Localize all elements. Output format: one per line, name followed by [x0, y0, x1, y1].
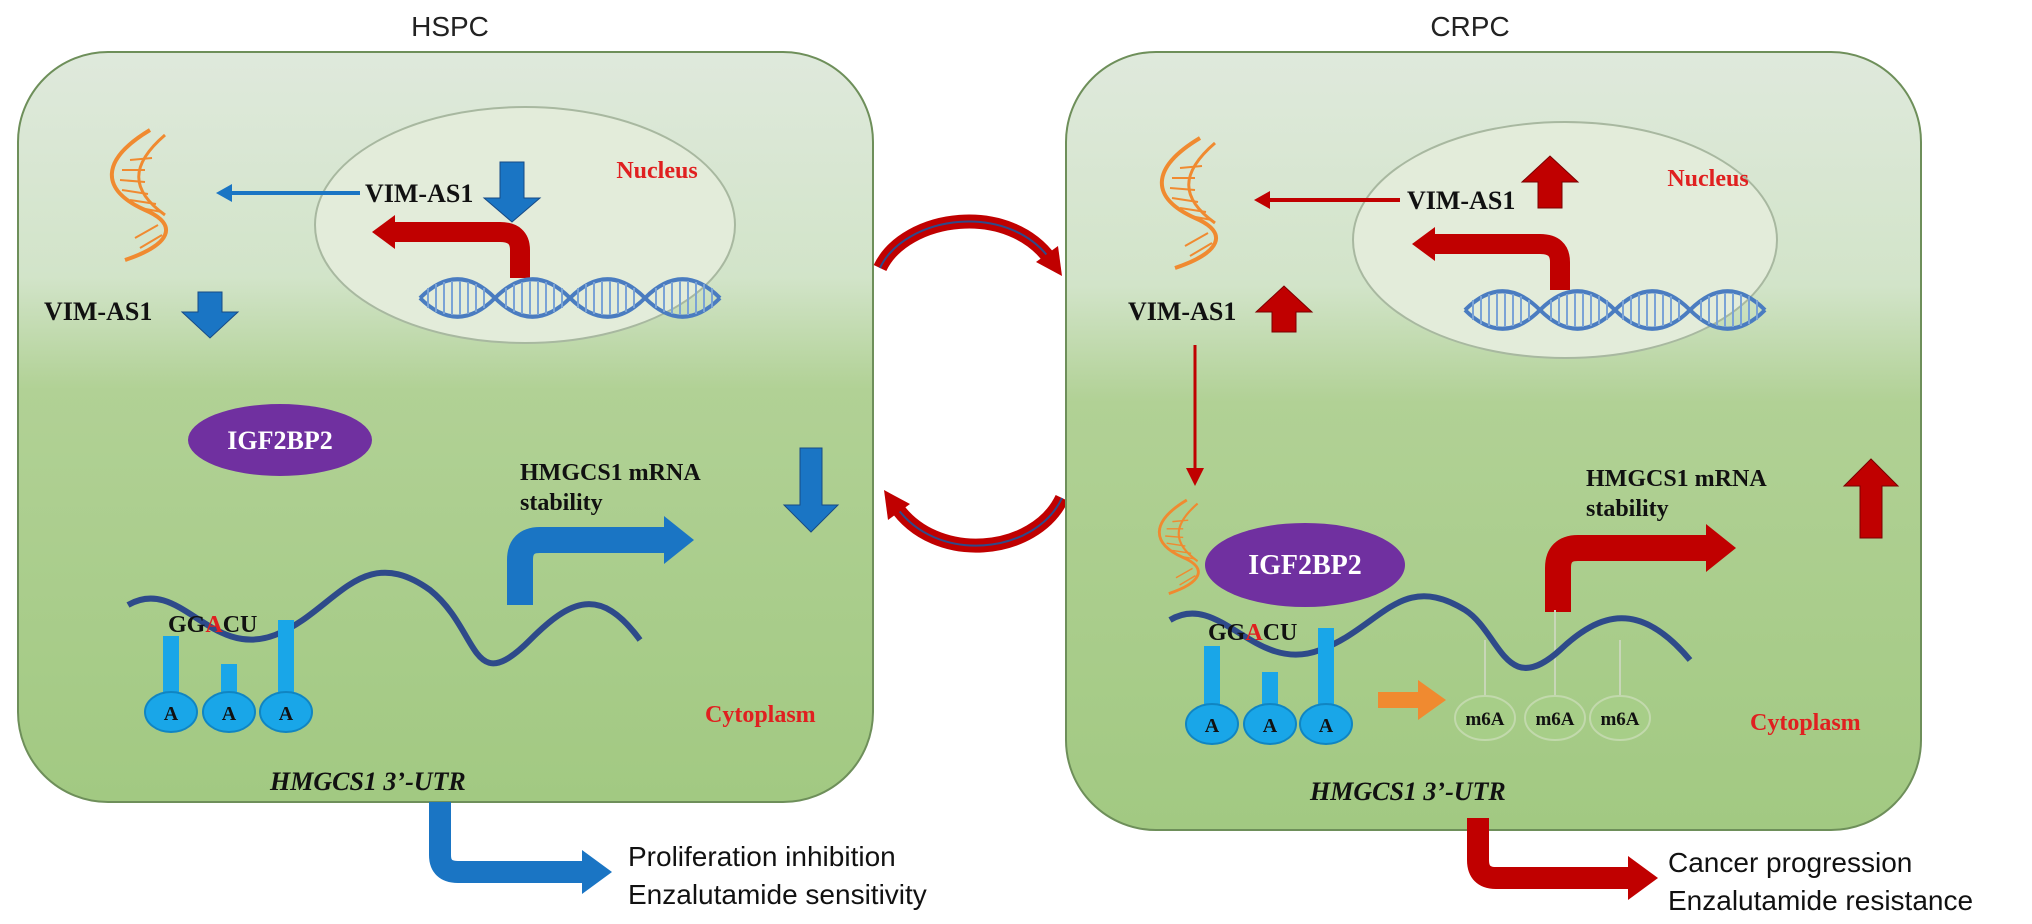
crpc-a-label-2: A [1263, 715, 1278, 737]
crpc-m6a-label-1: m6A [1465, 709, 1504, 730]
crpc-utr-label: HMGCS1 3’-UTR [1309, 777, 1506, 806]
crpc-nucleus-label: Nucleus [1667, 166, 1748, 192]
hspc-a-label-2: A [222, 703, 237, 725]
crpc-stability-line2: stability [1586, 496, 1669, 522]
crpc-igf2bp2-label: IGF2BP2 [1248, 550, 1362, 581]
hspc-a-stalk-3 [278, 620, 294, 696]
hspc-cytoplasm-label: Cytoplasm [705, 702, 816, 728]
crpc-m6a-bead-2 [1524, 695, 1586, 741]
crpc-methylation-arrow [1378, 680, 1446, 720]
crpc-transcription-arrow [1430, 234, 1570, 290]
crpc-a-label-3: A [1319, 715, 1334, 737]
crpc-title: CRPC [1430, 11, 1509, 42]
crpc-a-bead-1 [1185, 703, 1239, 745]
crpc-stability-up-arrow [1842, 458, 1900, 539]
hspc-nucleus-label: Nucleus [616, 158, 697, 184]
crpc-m6a-bead-1 [1454, 695, 1516, 741]
hspc-vim-cyto-down-arrow [180, 291, 240, 339]
crpc-m6a-bead-3 [1589, 695, 1651, 741]
hspc-outcome-line2: Enzalutamide sensitivity [628, 879, 927, 910]
hspc-outcome-line1: Proliferation inhibition [628, 841, 896, 872]
crpc-a-stalk-1 [1204, 646, 1220, 710]
hspc-a-label-1: A [164, 703, 179, 725]
hspc-a-label-3: A [279, 703, 294, 725]
crpc-a-bead-2 [1243, 703, 1297, 745]
hspc-title: HSPC [411, 11, 489, 42]
hspc-vim-as1-cytoplasm: VIM-AS1 [44, 297, 152, 326]
crpc-vim-as1-cytoplasm: VIM-AS1 [1128, 297, 1236, 326]
crpc-outcome-line2: Enzalutamide resistance [1668, 885, 1973, 916]
hspc-a-stalk-2 [221, 664, 237, 696]
hspc-mrna-output-arrow [507, 527, 668, 605]
hspc-mrna-strand [126, 569, 643, 667]
hspc-stability-line2: stability [520, 490, 603, 516]
crpc-motif: GGACU [1208, 620, 1297, 646]
crpc-m6a-label-3: m6A [1600, 709, 1639, 730]
crpc-vim-up-arrow [1520, 155, 1580, 209]
crpc-a-label-1: A [1205, 715, 1220, 737]
hspc-vim-down-arrow [482, 161, 542, 223]
crpc-m6a-label-2: m6A [1535, 709, 1574, 730]
crpc-a-bead-3 [1299, 703, 1353, 745]
crpc-vim-cyto-up-arrow [1254, 285, 1314, 333]
crpc-igf2bp2 [1205, 523, 1405, 607]
hspc-a-bead-2 [202, 691, 256, 733]
hspc-motif: GGACU [168, 612, 257, 638]
crpc-a-stalk-3 [1318, 628, 1334, 710]
hspc-stability-line1: HMGCS1 mRNA [520, 460, 701, 486]
crpc-cytoplasm-label: Cytoplasm [1750, 710, 1861, 736]
hspc-a-bead-1 [144, 691, 198, 733]
hspc-a-bead-3 [259, 691, 313, 733]
hspc-transcription-arrow [390, 222, 530, 278]
cycle-arrow-top [873, 214, 1058, 272]
crpc-mrna-output-arrow [1545, 535, 1710, 612]
hspc-igf2bp2 [188, 404, 372, 476]
hspc-utr-label: HMGCS1 3’-UTR [269, 767, 466, 796]
crpc-vim-as1-nucleus: VIM-AS1 [1407, 186, 1515, 215]
hspc-stability-down-arrow [782, 447, 840, 533]
crpc-outcome-arrow [1467, 818, 1628, 889]
hspc-vim-as1-nucleus: VIM-AS1 [365, 179, 473, 208]
hspc-igf2bp2-label: IGF2BP2 [227, 426, 332, 455]
hspc-a-stalk-1 [163, 636, 179, 696]
crpc-stability-line1: HMGCS1 mRNA [1586, 466, 1767, 492]
crpc-a-stalk-2 [1262, 672, 1278, 710]
crpc-outcome-line1: Cancer progression [1668, 847, 1912, 878]
cycle-arrow-bottom [889, 494, 1069, 553]
crpc-nucleus [1352, 121, 1778, 359]
hspc-outcome-arrow [429, 802, 582, 883]
crpc-mrna-strand [1168, 593, 1693, 671]
